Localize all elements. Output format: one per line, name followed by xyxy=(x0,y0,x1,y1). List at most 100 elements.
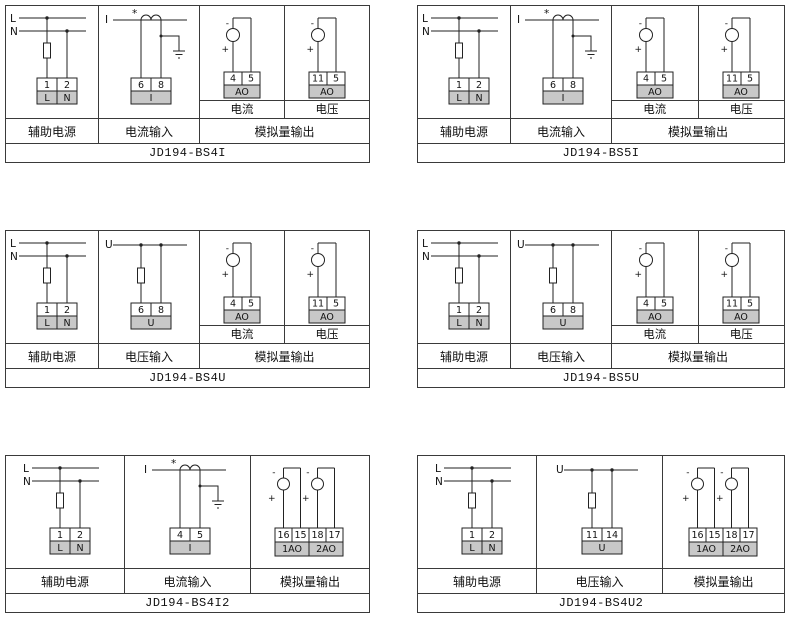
current-input-diagram: I * 6 8 I xyxy=(517,8,599,105)
aux-power-cell: L N 1 2 L N xyxy=(6,231,99,343)
minus-sign: - xyxy=(226,19,229,29)
analog-output-diagram: - + 4 5 AO xyxy=(221,17,261,99)
input-wires xyxy=(151,469,226,528)
junction-dot xyxy=(457,16,461,20)
terminal-label-cell xyxy=(636,309,674,324)
line-label-n: N xyxy=(435,476,443,488)
section-label-output: 模拟量输出 xyxy=(279,574,340,589)
terminal-label: N xyxy=(475,93,482,104)
fuse-icon xyxy=(137,267,145,284)
section-label-aux: 辅助电源 xyxy=(418,344,511,368)
analog-output-cell: - + 4 5 AO 电流 xyxy=(612,231,784,343)
terminal-label: AO xyxy=(320,312,334,323)
plus-sign: + xyxy=(306,270,314,280)
junction-dot xyxy=(609,468,614,472)
output-sub-label-current: 电流 xyxy=(612,325,698,343)
aux-power-cell: L N 1 2 L N xyxy=(418,6,511,118)
fuse-icon xyxy=(43,42,51,59)
terminal-label-cell xyxy=(169,540,210,555)
analog-output-diagram: - + 4 5 AO xyxy=(634,242,674,324)
line-label-l: L xyxy=(435,463,441,475)
terminal-number: 1 xyxy=(469,530,475,541)
terminal-number: 5 xyxy=(248,74,254,85)
line-label-l: L xyxy=(23,463,29,475)
diagram-row: L N 1 2 L N U xyxy=(6,231,369,343)
terminal-number: 11 xyxy=(312,299,324,310)
ground-icon xyxy=(211,500,224,509)
analog-output-cell: - + 4 5 AO 电流 xyxy=(200,231,369,343)
terminal-number: 5 xyxy=(196,530,202,541)
minus-sign: - xyxy=(639,19,642,29)
output-channel-voltage: - + 11 5 AO 电压 xyxy=(284,231,369,343)
junction-dot xyxy=(477,29,481,33)
terminal-number: 11 xyxy=(585,530,597,541)
plus-sign: + xyxy=(302,494,310,504)
section-label-output: 模拟量输出 xyxy=(667,349,728,364)
aux-wires xyxy=(32,467,99,528)
analog-output-cell: - + 4 5 AO 电流 xyxy=(200,6,369,118)
ct-coil-icon xyxy=(179,464,200,471)
terminal-number: 11 xyxy=(726,299,738,310)
terminal-number: 8 xyxy=(570,305,576,316)
terminal-number: 14 xyxy=(605,530,617,541)
terminal-label-cell xyxy=(56,315,78,330)
meter-icon xyxy=(638,28,653,42)
terminal-number: 2 xyxy=(64,305,70,316)
terminal-label: I xyxy=(562,93,565,104)
ground-icon xyxy=(585,50,597,59)
junction-dot xyxy=(65,254,69,258)
terminal-label-cell xyxy=(223,309,261,324)
terminal-number: 2 xyxy=(476,80,482,91)
fuse-icon xyxy=(455,42,463,59)
meter-icon xyxy=(725,28,740,42)
input-wires xyxy=(563,469,638,528)
ground-icon xyxy=(173,50,185,59)
section-label-aux: 辅助电源 xyxy=(418,119,511,143)
plus-sign: + xyxy=(721,45,729,55)
meter-icon xyxy=(638,253,653,267)
terminal-label-cell xyxy=(722,309,760,324)
terminal-number: 5 xyxy=(661,74,667,85)
output-wires xyxy=(232,242,252,297)
terminal-label: AO xyxy=(320,87,334,98)
terminal-label: I xyxy=(188,543,191,554)
analog-output-diagram: - + 11 5 AO xyxy=(721,17,760,99)
voltage-input-cell: U 6 8 U xyxy=(511,231,612,343)
plus-sign: + xyxy=(306,45,314,55)
junction-dot xyxy=(159,34,163,38)
output-wires xyxy=(731,17,751,72)
section-label-row: 辅助电源 电流输入 模拟量输出 xyxy=(6,568,369,593)
terminal-label: I xyxy=(150,93,153,104)
output-channel-current: - + 4 5 AO 电流 xyxy=(612,231,698,343)
fuse-icon xyxy=(455,267,463,284)
input-wires xyxy=(113,19,187,78)
terminal-label-cell xyxy=(69,540,91,555)
terminal-number: 1 xyxy=(44,80,50,91)
meter-icon xyxy=(725,253,740,267)
output-diagram-wrap: - + 11 5 AO xyxy=(699,6,783,100)
terminal-number: 5 xyxy=(747,299,753,310)
panel-jd194-bs5u: L N 1 2 L N U xyxy=(417,230,785,388)
output-sub-label-voltage: 电压 xyxy=(285,325,369,343)
terminal-label: N xyxy=(488,543,495,554)
terminal-number: 11 xyxy=(312,74,324,85)
voltage-input-diagram: U 6 8 U xyxy=(105,239,187,330)
voltage-input-diagram: U 6 8 U xyxy=(517,239,599,330)
panel-jd194-bs4i2: L N 1 2 L N xyxy=(5,455,370,613)
junction-dot xyxy=(58,466,62,470)
terminal-number: 5 xyxy=(248,299,254,310)
terminal-number: 17 xyxy=(742,530,754,541)
line-label-u: U xyxy=(517,239,525,251)
junction-dot xyxy=(571,243,575,247)
terminal-label: AO xyxy=(734,312,748,323)
output-wires xyxy=(283,467,335,528)
diagram-row: L N 1 2 L N xyxy=(418,6,784,118)
terminal-label-cell xyxy=(722,84,760,99)
diagram-row: L N 1 2 L N xyxy=(6,6,369,118)
meter-icon xyxy=(311,28,325,42)
voltage-input-diagram: U 11 14 U xyxy=(556,464,638,555)
aux-power-cell: L N 1 2 L N xyxy=(418,456,537,568)
terminal-label: N xyxy=(63,318,70,329)
terminal-label: L xyxy=(57,543,63,554)
output-wires xyxy=(232,17,252,72)
